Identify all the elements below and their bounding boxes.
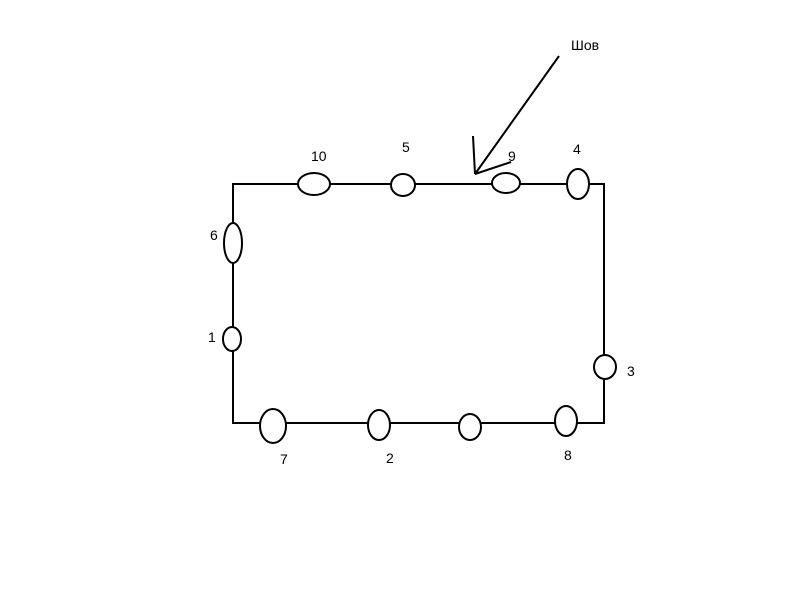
marker-ellipse (222, 326, 242, 352)
seam-arrow-head-right (474, 161, 512, 175)
marker-4: 4 (566, 141, 590, 200)
marker-ellipse (458, 413, 482, 441)
marker-ellipse (566, 168, 590, 200)
marker-ellipse (259, 408, 287, 444)
marker-3: 3 (593, 354, 635, 380)
marker-1: 1 (208, 326, 242, 352)
marker-6: 6 (210, 222, 243, 264)
marker-9: 9 (491, 148, 521, 194)
marker-ellipse (390, 173, 416, 197)
marker-5: 5 (390, 139, 416, 197)
marker-label: 6 (210, 227, 218, 243)
marker-label: 4 (573, 141, 581, 157)
marker-label: 9 (508, 148, 516, 164)
marker-ellipse (297, 172, 331, 196)
marker-10: 10 (297, 148, 331, 196)
marker-label: 1 (208, 329, 216, 345)
marker-ellipse (554, 405, 578, 437)
marker-2: 2 (367, 409, 394, 466)
marker-ellipse (593, 354, 617, 380)
marker-label: 2 (386, 450, 394, 466)
marker-ellipse (223, 222, 243, 264)
marker-label: 8 (564, 447, 572, 463)
seam-label: Шов (571, 37, 599, 53)
marker-unlabeled (458, 413, 482, 441)
frame-rectangle (232, 183, 605, 424)
marker-label: 3 (627, 363, 635, 379)
marker-8: 8 (554, 405, 578, 463)
marker-label: 7 (280, 451, 288, 467)
marker-ellipse (491, 172, 521, 194)
seam-arrow-head-left (472, 135, 476, 175)
seam-arrow (472, 55, 560, 175)
marker-label: 10 (311, 148, 327, 164)
marker-7: 7 (259, 408, 288, 467)
marker-label: 5 (402, 139, 410, 155)
seam-arrow-shaft (474, 55, 560, 175)
marker-ellipse (367, 409, 391, 441)
